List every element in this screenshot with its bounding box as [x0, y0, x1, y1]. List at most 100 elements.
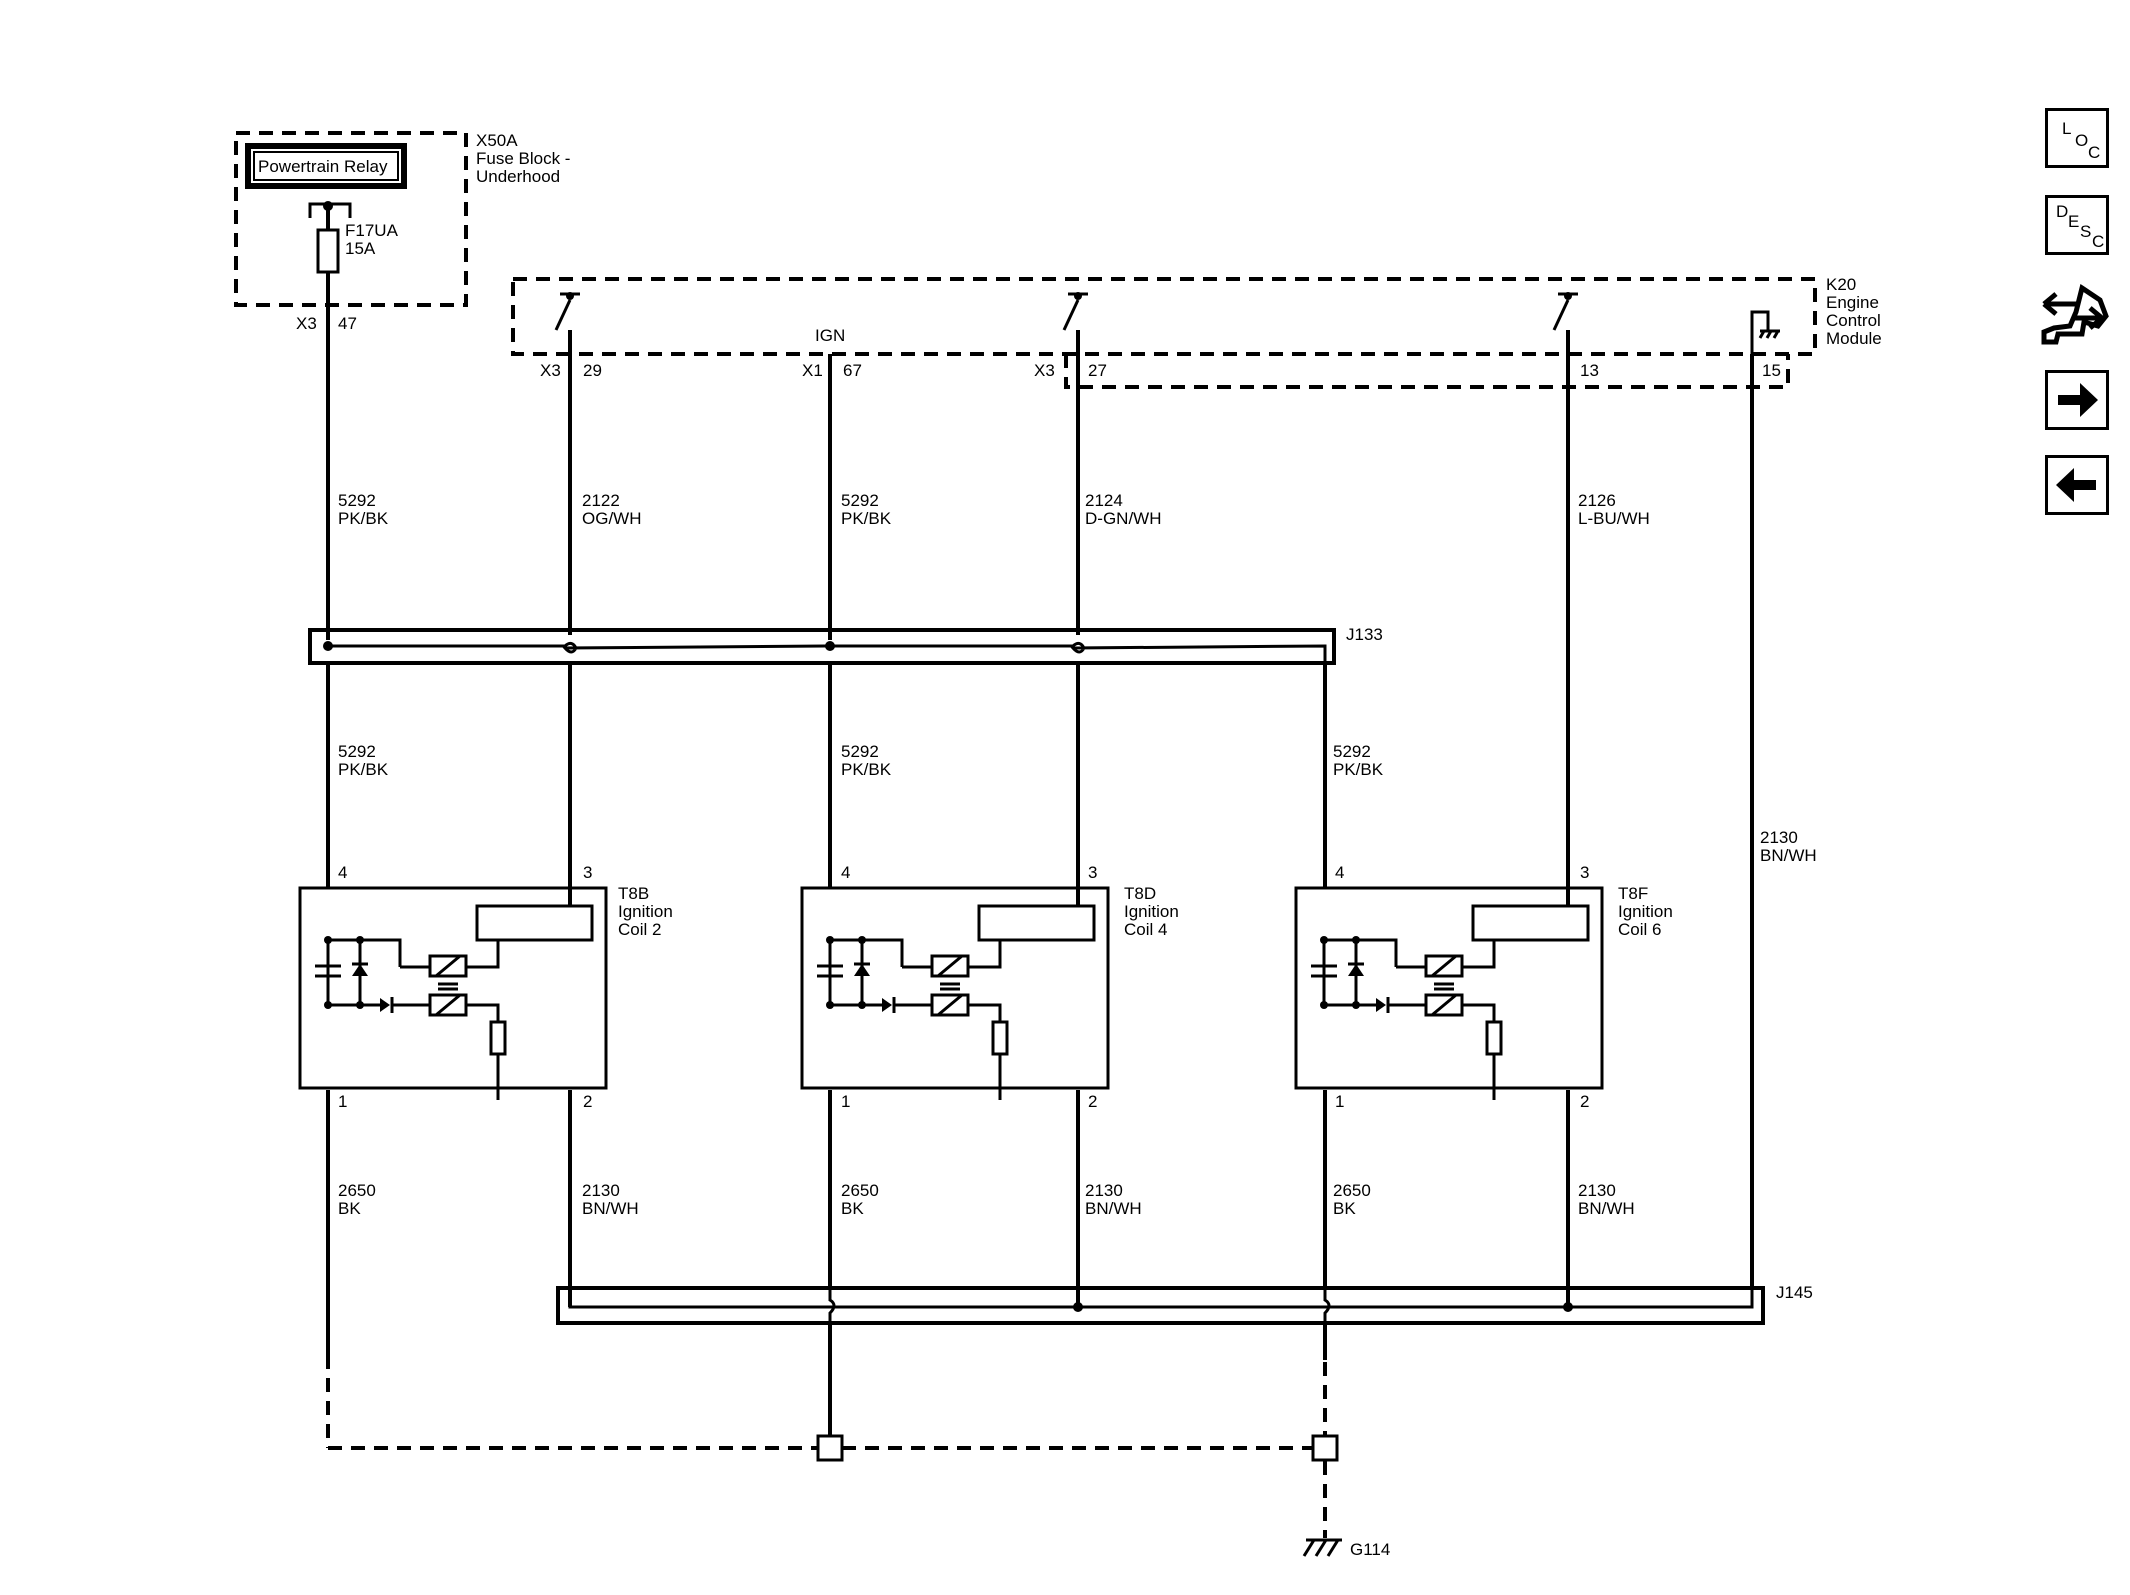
wire-color-label: BN/WH: [582, 1199, 639, 1218]
connector-tool-icon[interactable]: [2040, 282, 2114, 354]
coil-primary-trace: [828, 938, 904, 1007]
junction-dot: [826, 936, 834, 944]
wire-color-label: PK/BK: [338, 509, 389, 528]
diode-symbol: [854, 964, 870, 976]
wire-color-label: BK: [338, 1199, 361, 1218]
fuse-block-id: X50A: [476, 131, 518, 150]
ground-path: G114: [326, 1355, 1390, 1559]
ground-id: G114: [1350, 1540, 1390, 1559]
ground-symbol-g114: [1302, 1538, 1342, 1557]
junction-dot: [826, 1001, 834, 1009]
coil-name-1: Ignition: [618, 902, 673, 921]
ecm-switch-29: [554, 292, 580, 331]
wire-circuit-label: 2126: [1578, 491, 1616, 510]
ignition-coil-t8d: [800, 886, 1110, 1100]
coil-name-2: Coil 2: [618, 920, 661, 939]
junction-dot: [324, 1001, 332, 1009]
small-diode-symbol: [1376, 998, 1386, 1012]
ground-connector: [816, 1434, 844, 1462]
desc-letter: S: [2080, 222, 2092, 241]
coil-secondary-trace: [968, 1003, 1002, 1022]
wire-color-label: OG/WH: [582, 509, 642, 528]
wire-color-label: PK/BK: [338, 760, 389, 779]
coil-pin-label: 4: [841, 863, 850, 882]
coil-primary-trace: [1322, 938, 1398, 1007]
wire-circuit-label: 5292: [338, 491, 376, 510]
wire-color-label: D-GN/WH: [1085, 509, 1161, 528]
coil-secondary-trace: [1462, 1003, 1496, 1022]
fuse-block-name-2: Underhood: [476, 167, 560, 186]
desc-letter: D: [2056, 202, 2069, 221]
igbt-slash: [937, 954, 963, 978]
coil-pin-label: 3: [1580, 863, 1589, 882]
junction-dot: [858, 936, 866, 944]
wire-circuit-label: 2650: [841, 1181, 879, 1200]
wire-color-label: PK/BK: [841, 509, 892, 528]
coil-housing: [298, 886, 608, 1090]
coil-housing: [1294, 886, 1604, 1090]
coil-name-2: Coil 6: [1618, 920, 1661, 939]
ecm-connector-label: X3: [1034, 361, 1055, 380]
junction-dot: [1320, 936, 1328, 944]
coil-primary-trace: [902, 940, 1002, 969]
coil-pin-label: 1: [1335, 1092, 1344, 1111]
ecm-k20: IGN K20 Engine Control Module X3 29 X1 6…: [511, 275, 1882, 389]
fuse-rating: 15A: [345, 239, 376, 258]
coil-id: T8D: [1124, 884, 1156, 903]
coil-pin-label: 3: [1088, 863, 1097, 882]
coil-pin-label: 4: [1335, 863, 1344, 882]
wire-color-label: PK/BK: [1333, 760, 1384, 779]
loc-letter: L: [2062, 119, 2072, 138]
coil-primary-trace: [326, 938, 402, 1007]
coil-pin-label: 4: [338, 863, 347, 882]
desc-letter: E: [2068, 212, 2080, 231]
diode-symbol: [1348, 964, 1364, 976]
wire-circuit-label: 2130: [1085, 1181, 1123, 1200]
coil-secondary-winding: [1471, 904, 1590, 942]
wires-lower: [326, 1090, 1570, 1435]
igbt-slash: [1431, 993, 1457, 1017]
ecm-name-1: Engine: [1826, 293, 1879, 312]
splice-j133: J133: [308, 625, 1383, 665]
wire-color-label: L-BU/WH: [1578, 509, 1650, 528]
coil-pin-label: 2: [1580, 1092, 1589, 1111]
ecm-pin-label: 67: [843, 361, 862, 380]
next-page-arrow-icon[interactable]: [2045, 370, 2109, 430]
coil-primary-trace: [400, 940, 500, 969]
wire-color-label: BK: [841, 1199, 864, 1218]
ecm-pin-label: 13: [1580, 361, 1599, 380]
small-diode-symbol: [882, 998, 892, 1012]
coil-primary-trace: [1396, 940, 1496, 969]
coil-name-1: Ignition: [1618, 902, 1673, 921]
wire-circuit-label: 5292: [841, 742, 879, 761]
splice-top-label: J133: [1346, 625, 1383, 644]
location-button[interactable]: L O C: [2045, 108, 2109, 168]
loc-letter: C: [2088, 143, 2101, 162]
wires-mid: [326, 663, 1327, 910]
wire-circuit-label: 5292: [841, 491, 879, 510]
powertrain-relay-label: Powertrain Relay: [258, 157, 388, 176]
wire-circuit-label: 2650: [338, 1181, 376, 1200]
splice-j145: J145: [556, 1283, 1813, 1325]
previous-page-arrow-icon[interactable]: [2045, 455, 2109, 515]
ecm-pin-label: 15: [1762, 361, 1781, 380]
fuse-pin-label: 47: [338, 314, 357, 333]
coil-secondary-winding: [977, 904, 1096, 942]
wire-circuit-label: 2130: [1760, 828, 1798, 847]
ground-connector: [1311, 1434, 1339, 1462]
description-button[interactable]: D E S C: [2045, 195, 2109, 255]
resistor: [991, 1020, 1009, 1056]
junction-dot: [1320, 1001, 1328, 1009]
wires-upper: [326, 305, 1754, 1290]
fuse-connector-label: X3: [296, 314, 317, 333]
resistor: [1485, 1020, 1503, 1056]
wire-circuit-label: 2650: [1333, 1181, 1371, 1200]
coil-pin-label: 1: [841, 1092, 850, 1111]
ecm-pin-label: 27: [1088, 361, 1107, 380]
small-diode-symbol: [380, 998, 390, 1012]
fuse-block-x50a: Powertrain Relay F17UA 15A X50A Fuse Blo…: [234, 131, 570, 333]
coil-secondary-trace: [466, 1003, 500, 1022]
ecm-id: K20: [1826, 275, 1856, 294]
resistor: [489, 1020, 507, 1056]
